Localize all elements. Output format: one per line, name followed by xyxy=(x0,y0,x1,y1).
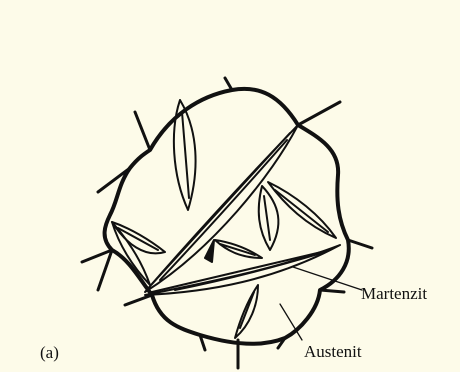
martensite-label: Martenzit xyxy=(361,284,427,304)
martensite-plates xyxy=(112,100,340,338)
austenite-label: Austenit xyxy=(304,342,362,362)
figure-sublabel: (a) xyxy=(40,343,59,363)
leader-lines xyxy=(280,267,362,340)
